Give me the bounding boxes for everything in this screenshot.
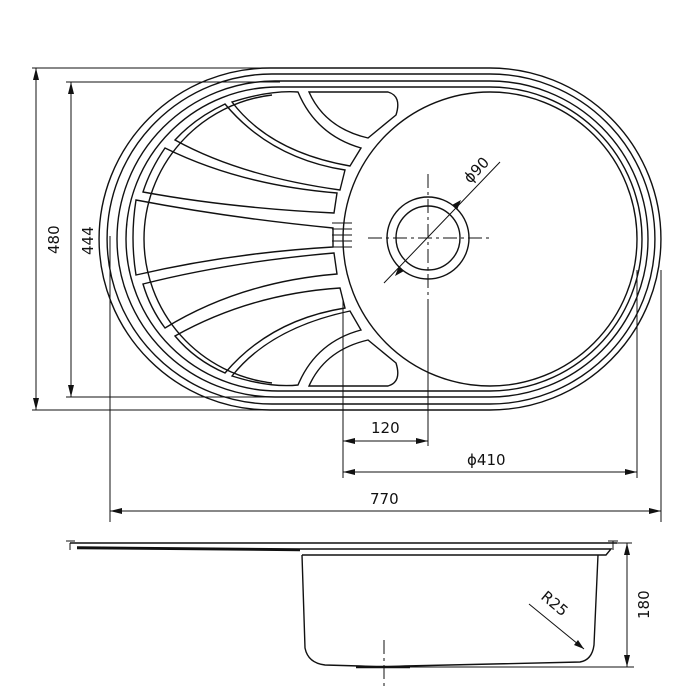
overall-width-label: 770 (370, 490, 399, 508)
bowl-depth-dimension: 180 (384, 542, 653, 668)
rim-outline (98, 67, 662, 411)
bowl-circle (342, 91, 638, 387)
overall-depth-dimension: 480 (33, 68, 63, 410)
bowl-depth-label: 180 (635, 590, 653, 619)
drain-diameter-dimension: ϕ90 (383, 153, 501, 284)
corner-radius-dimension: R25 (528, 587, 585, 650)
drainboard-edge (143, 94, 273, 384)
drain-offset-label: 120 (371, 419, 400, 437)
drain-offset-dimension: 120 (343, 419, 428, 444)
extension-lines (32, 67, 662, 522)
side-view: R25 180 (66, 540, 653, 690)
bowl-diameter-label: ϕ410 (467, 451, 506, 469)
bowl-diameter-dimension: ϕ410 (343, 451, 637, 475)
overall-depth-label: 480 (45, 225, 63, 254)
drain (368, 174, 490, 300)
drain-diameter-label: ϕ90 (460, 153, 493, 186)
overall-width-dimension: 770 (110, 490, 661, 514)
inner-depth-dimension: 444 (68, 82, 97, 397)
drainboard-ribs (132, 91, 399, 387)
inner-depth-label: 444 (79, 226, 97, 255)
top-view: ϕ90 480 444 (32, 67, 662, 522)
